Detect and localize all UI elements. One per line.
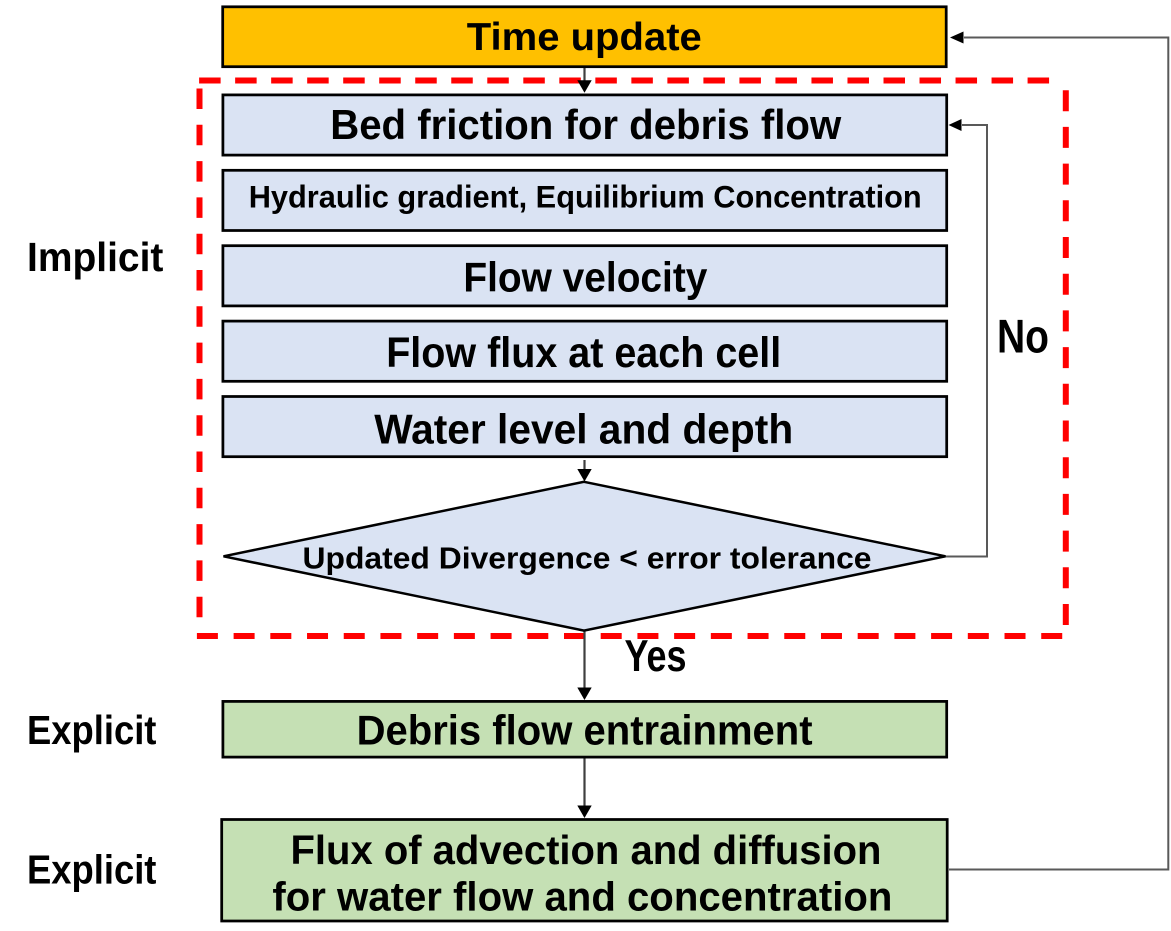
svg-text:Hydraulic gradient, Equilibriu: Hydraulic gradient, Equilibrium Concentr… xyxy=(249,178,922,214)
svg-text:No: No xyxy=(997,310,1049,363)
svg-text:Updated Divergence < error tol: Updated Divergence < error tolerance xyxy=(303,541,872,575)
svg-text:Yes: Yes xyxy=(625,632,687,681)
svg-text:Flux of advection and diffusio: Flux of advection and diffusion xyxy=(291,827,882,873)
svg-text:Flow flux at each cell: Flow flux at each cell xyxy=(386,330,781,377)
svg-text:Flow velocity: Flow velocity xyxy=(463,253,708,300)
svg-text:Explicit: Explicit xyxy=(27,707,157,753)
svg-text:Implicit: Implicit xyxy=(27,234,164,280)
svg-text:for water flow and concentrati: for water flow and concentration xyxy=(272,873,892,919)
svg-text:Time update: Time update xyxy=(467,16,702,59)
svg-text:Bed friction for debris flow: Bed friction for debris flow xyxy=(330,101,842,148)
svg-text:Debris flow entrainment: Debris flow entrainment xyxy=(357,708,813,754)
svg-text:Water level and depth: Water level and depth xyxy=(374,407,793,453)
svg-text:Explicit: Explicit xyxy=(27,847,157,893)
